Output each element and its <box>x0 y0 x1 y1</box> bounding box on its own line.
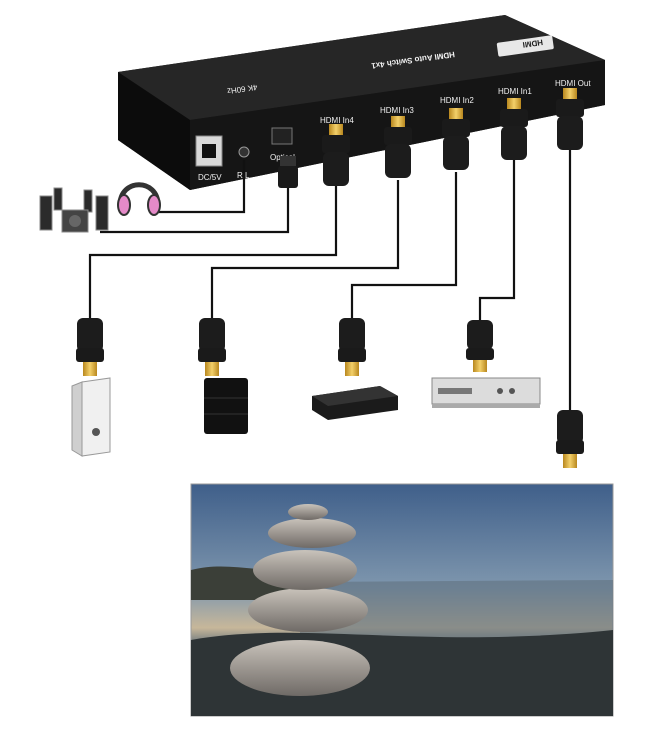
source-plugs <box>76 318 584 468</box>
port-label-power: DC/5V <box>198 173 222 182</box>
device-plugs <box>278 88 584 188</box>
port-label-in1: HDMI In1 <box>498 87 532 96</box>
port-label-in4: HDMI In4 <box>320 116 354 125</box>
plug-in2 <box>442 108 470 170</box>
audio-cable <box>152 160 246 214</box>
speaker-system-icon <box>39 187 109 233</box>
game-console-icon <box>204 378 248 434</box>
display-icon <box>190 483 614 717</box>
plug-out <box>556 88 584 150</box>
dc-power-port <box>195 135 223 167</box>
port-label-in3: HDMI In3 <box>380 106 414 115</box>
port-label-out: HDMI Out <box>555 79 591 88</box>
cable-in2 <box>350 172 458 318</box>
cable-in3 <box>210 180 400 318</box>
plug-in1 <box>500 98 528 160</box>
plug-optical <box>278 156 298 188</box>
device-brand: HDMI <box>522 38 544 50</box>
pc-tower-icon <box>71 377 111 457</box>
plug-in4 <box>322 124 350 186</box>
headphones-icon <box>117 182 161 216</box>
port-label-in2: HDMI In2 <box>440 96 474 105</box>
optical-port <box>271 127 293 145</box>
dvd-player-icon <box>431 377 541 408</box>
cables <box>88 150 572 410</box>
cable-in1 <box>478 160 516 320</box>
hdmi-logo-icon <box>496 35 554 57</box>
device-spec: 4K 60Hz <box>226 82 258 95</box>
audio-jack-port <box>238 146 250 158</box>
hdmi-switch-device: HDMI Auto Switch 4x1 4K 60Hz HDMI DC/5V … <box>118 15 605 190</box>
cable-in4 <box>88 186 338 318</box>
set-top-box-icon <box>312 386 398 420</box>
plug-in3 <box>384 116 412 178</box>
speaker-cable <box>100 186 290 234</box>
